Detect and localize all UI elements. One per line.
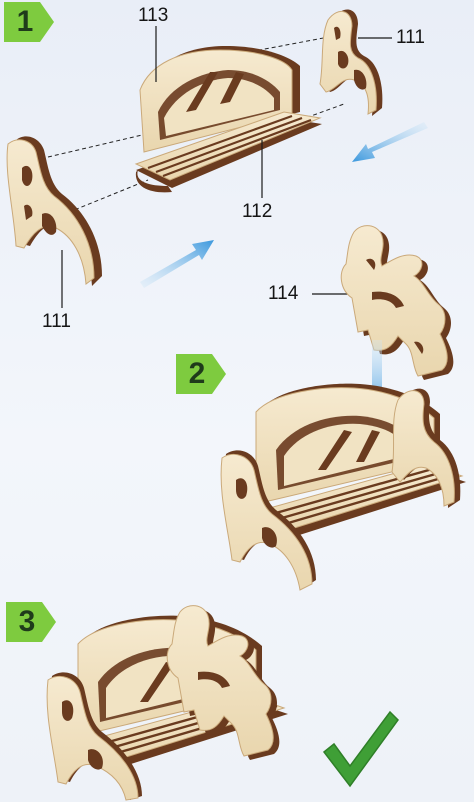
- assembly-arrow-icon: [140, 240, 214, 288]
- callout-112: 112: [242, 202, 272, 222]
- callout-114: 114: [268, 284, 298, 304]
- step2-assembled-bench: [221, 384, 466, 590]
- step-number: 1: [10, 4, 40, 40]
- step3-bench-with-figure: [47, 606, 288, 800]
- part-114-figure: [341, 226, 453, 380]
- step-badge-3: 3: [6, 602, 56, 642]
- callout-113: 113: [138, 6, 168, 26]
- step-number: 3: [12, 604, 42, 640]
- step-number: 2: [182, 356, 212, 392]
- callout-111-left: 111: [42, 312, 71, 332]
- part-111-right-side: [320, 9, 382, 116]
- check-mark-icon: [324, 712, 398, 786]
- step-badge-2: 2: [176, 354, 226, 394]
- callout-111-top: 111: [396, 28, 425, 48]
- assembly-arrow-icon: [352, 122, 428, 162]
- step-badge-1: 1: [4, 2, 54, 42]
- part-111-left-side: [7, 136, 102, 286]
